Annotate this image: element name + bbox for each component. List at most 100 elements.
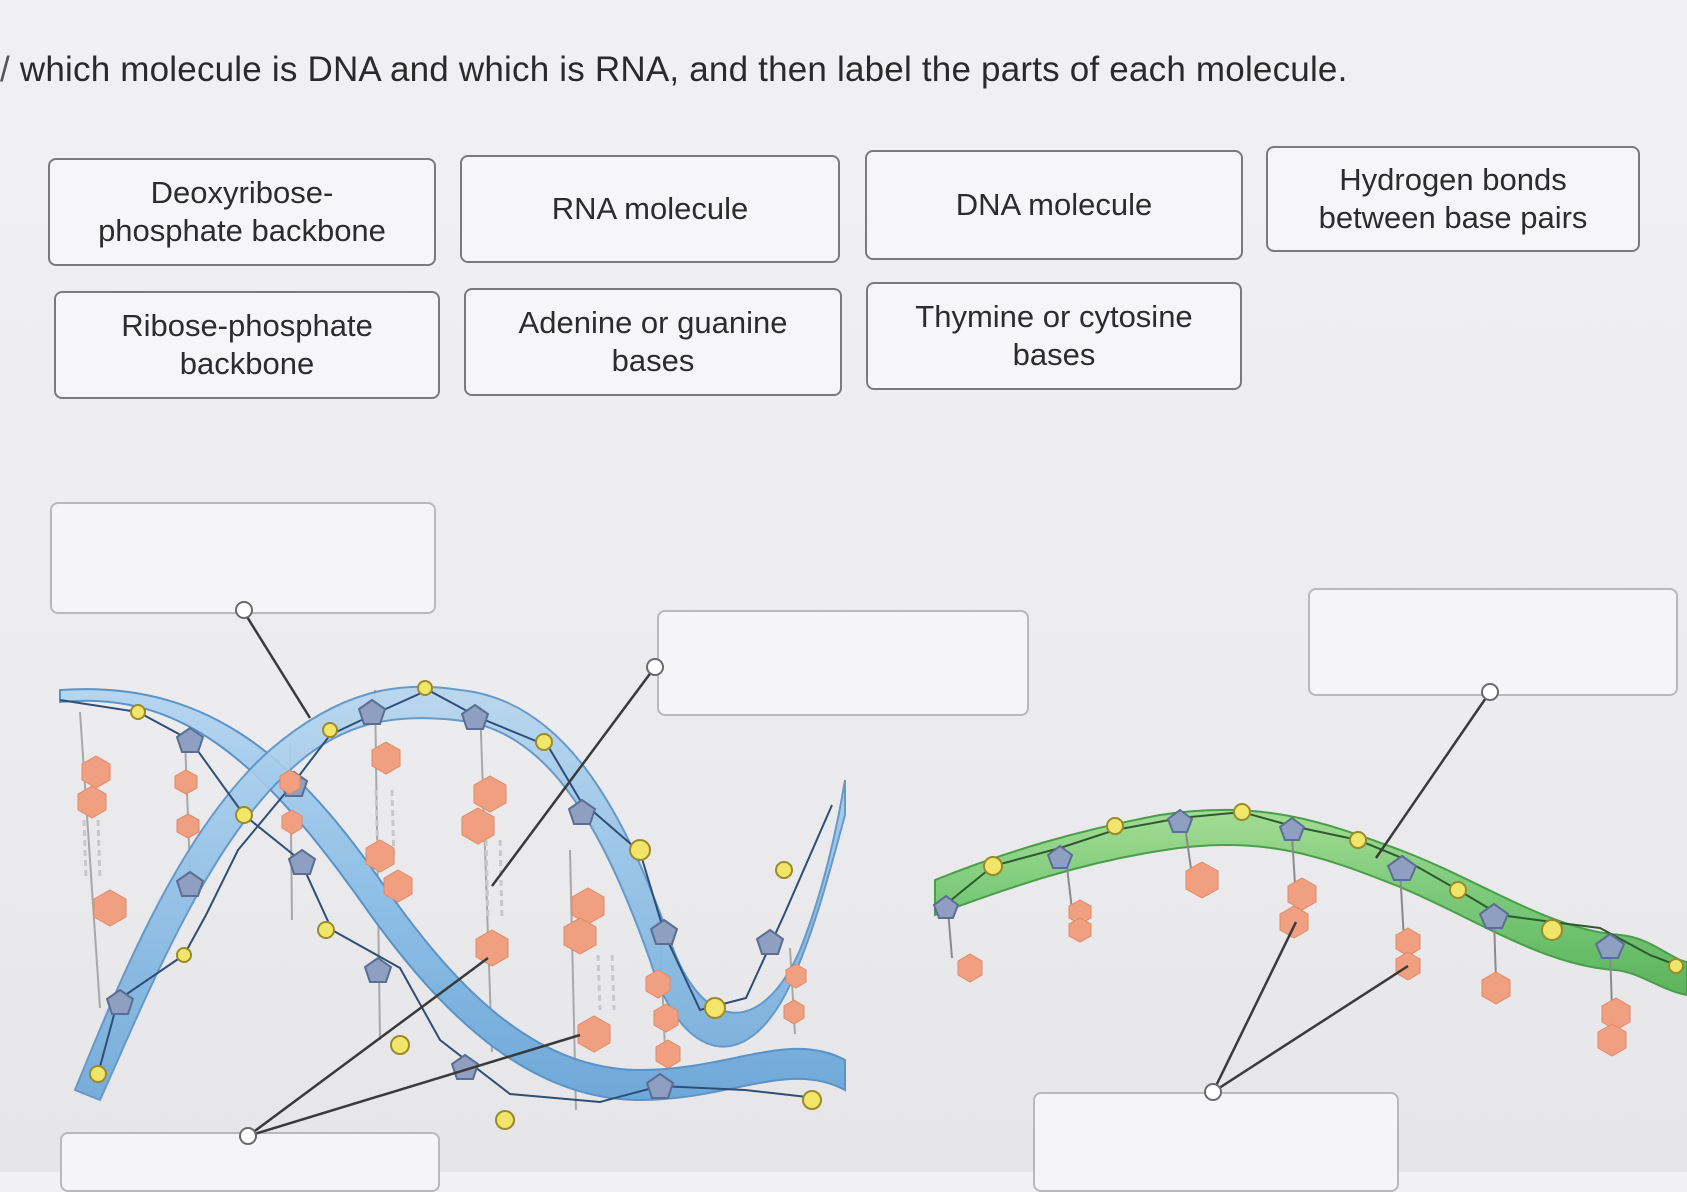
circle-phosphate-icon xyxy=(235,806,253,824)
rna-phosphate-groups xyxy=(983,803,1684,974)
circle-phosphate-icon xyxy=(1449,881,1467,899)
anchor-dot xyxy=(1204,1083,1222,1101)
label-line2: backbone xyxy=(179,346,315,381)
circle-phosphate-icon xyxy=(704,997,726,1019)
pentagon-sugar-icon xyxy=(932,894,960,919)
label-tile-deoxyribose-phosphate-backbone[interactable]: Deoxyribose-phosphate backbone xyxy=(48,158,436,266)
hexagon-base-icon xyxy=(1287,877,1317,911)
hexagon-base-icon xyxy=(577,1015,611,1053)
circle-phosphate-icon xyxy=(775,861,793,879)
hexagon-base-icon xyxy=(655,1039,681,1069)
dna-rung xyxy=(79,711,101,1009)
hexagon-base-icon xyxy=(176,813,200,839)
hexagon-base-icon xyxy=(957,953,983,983)
hydrogen-bond-line xyxy=(484,839,490,921)
hexagon-base-icon xyxy=(1481,971,1511,1005)
circle-phosphate-icon xyxy=(322,722,338,738)
prompt-text: which molecule is DNA and which is RNA, … xyxy=(19,50,1348,89)
drop-target-dna-middle[interactable] xyxy=(657,610,1029,716)
anchor-dot xyxy=(239,1127,257,1145)
circle-phosphate-icon xyxy=(130,704,146,720)
pentagon-sugar-icon xyxy=(287,848,317,875)
hexagon-base-icon xyxy=(1185,861,1219,899)
prompt-cut-prefix: / xyxy=(0,50,10,89)
label-line2: phosphate backbone xyxy=(98,213,386,248)
pentagon-sugar-icon xyxy=(1386,854,1418,881)
hydrogen-bond-line xyxy=(96,819,102,881)
label-tile-text: Deoxyribose-phosphate backbone xyxy=(98,174,386,250)
circle-phosphate-icon xyxy=(176,947,192,963)
hexagon-base-icon xyxy=(383,869,413,903)
anchor-dot xyxy=(1481,683,1499,701)
hexagon-base-icon xyxy=(1597,1023,1627,1057)
hexagon-base-icon xyxy=(77,785,107,819)
rna-stem xyxy=(1493,919,1497,981)
pentagon-sugar-icon xyxy=(357,698,387,725)
hexagon-base-icon xyxy=(785,963,807,989)
pentagon-sugar-icon xyxy=(175,870,205,897)
circle-phosphate-icon xyxy=(535,733,553,751)
hexagon-base-icon xyxy=(563,917,597,955)
hexagon-base-icon xyxy=(1279,905,1309,939)
label-line1: Adenine or guanine xyxy=(518,305,788,340)
hydrogen-bond-line xyxy=(498,839,504,921)
hexagon-base-icon xyxy=(475,929,509,967)
dna-sugar-groups xyxy=(105,698,785,1099)
pentagon-sugar-icon xyxy=(1278,816,1306,841)
leader-line-dna-bottom-b xyxy=(247,1033,581,1138)
pentagon-sugar-icon xyxy=(1166,808,1194,833)
circle-phosphate-icon xyxy=(417,680,433,696)
circle-phosphate-icon xyxy=(629,839,651,861)
label-line1: Hydrogen bonds xyxy=(1339,162,1567,197)
hydrogen-bond-line xyxy=(390,789,396,861)
pentagon-sugar-icon xyxy=(649,918,679,945)
leader-line-rna-top xyxy=(1374,691,1492,859)
hexagon-base-icon xyxy=(81,755,111,789)
label-tile-rna-molecule[interactable]: RNA molecule xyxy=(460,155,840,263)
hexagon-base-icon xyxy=(461,807,495,845)
circle-phosphate-icon xyxy=(390,1035,410,1055)
label-tile-text: DNA molecule xyxy=(956,186,1152,224)
pentagon-sugar-icon xyxy=(460,703,490,730)
label-tile-dna-molecule[interactable]: DNA molecule xyxy=(865,150,1243,260)
hexagon-base-icon xyxy=(783,999,805,1025)
hexagon-base-icon xyxy=(93,889,127,927)
label-line1: Ribose-phosphate xyxy=(121,308,373,343)
circle-phosphate-icon xyxy=(1106,817,1124,835)
drop-target-rna-top[interactable] xyxy=(1308,588,1678,696)
drop-target-dna-top[interactable] xyxy=(50,502,436,614)
pentagon-sugar-icon xyxy=(175,726,205,753)
leader-anchors xyxy=(235,601,1499,1145)
circle-phosphate-icon xyxy=(1541,919,1563,941)
label-line2: between base pairs xyxy=(1318,200,1588,235)
question-prompt: / which molecule is DNA and which is RNA… xyxy=(0,50,1348,90)
hexagon-base-icon xyxy=(1601,997,1631,1031)
circle-phosphate-icon xyxy=(495,1110,515,1130)
circle-phosphate-icon xyxy=(983,856,1003,876)
hexagon-base-icon xyxy=(653,1003,679,1033)
circle-phosphate-icon xyxy=(89,1065,107,1083)
rna-strand xyxy=(934,808,1687,997)
label-line1: DNA molecule xyxy=(955,187,1153,222)
rna-base-stems xyxy=(947,825,1613,1011)
hydrogen-bond-line xyxy=(596,954,602,1011)
hexagon-base-icon xyxy=(571,887,605,925)
leader-line-dna-middle xyxy=(490,666,657,887)
hexagon-base-icon xyxy=(1068,917,1092,943)
circle-phosphate-icon xyxy=(1349,831,1367,849)
pentagon-sugar-icon xyxy=(1478,902,1510,929)
hydrogen-bond-line xyxy=(610,954,616,1011)
label-line1: Deoxyribose- xyxy=(150,175,334,210)
hydrogen-bond-line xyxy=(374,789,380,861)
hexagon-base-icon xyxy=(473,775,507,813)
hydrogen-bond-line xyxy=(82,819,88,881)
rna-sugar-groups xyxy=(932,808,1626,959)
